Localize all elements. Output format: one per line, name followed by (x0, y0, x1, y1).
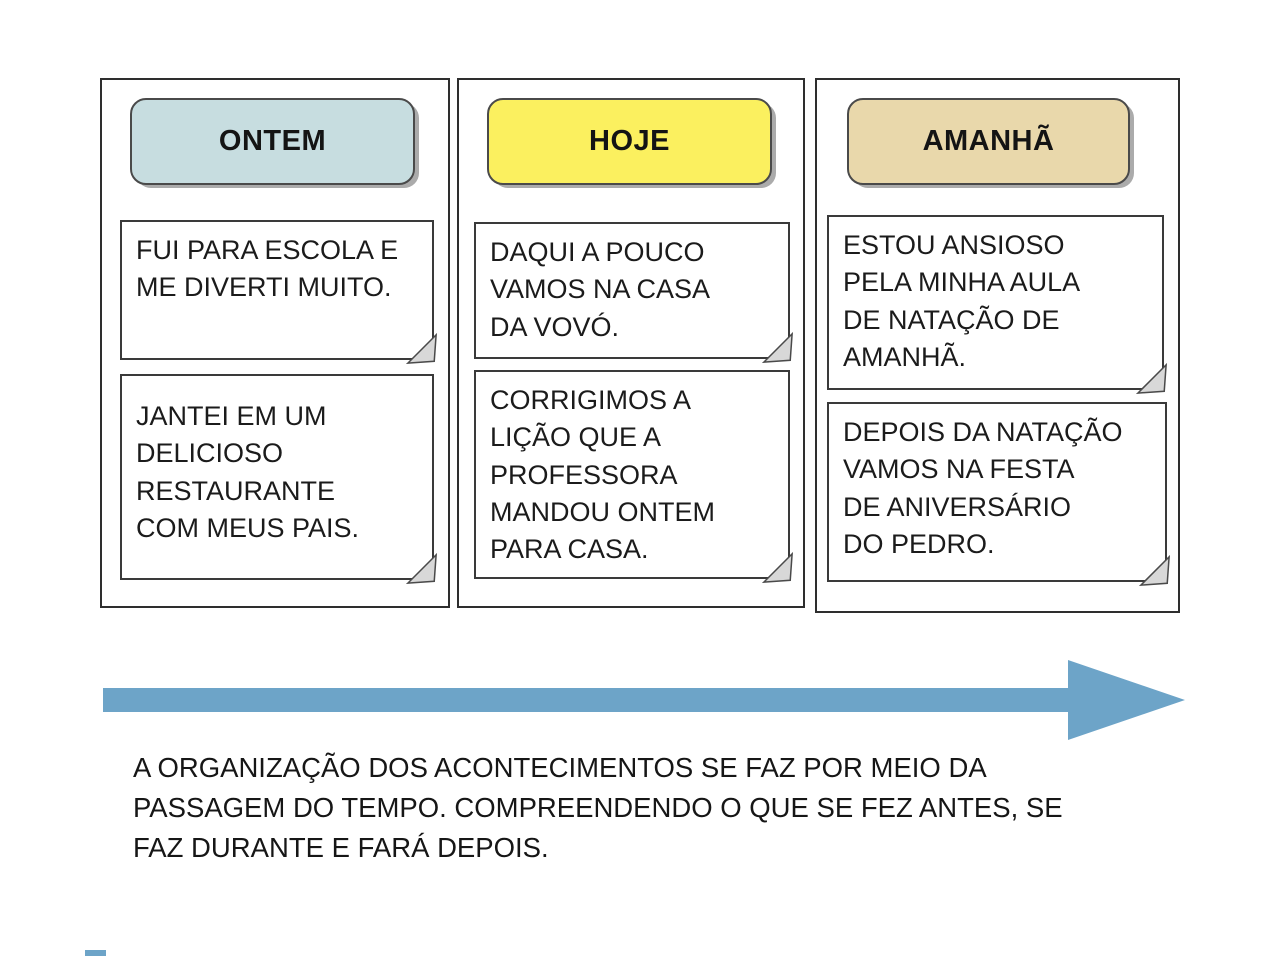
column-header-amanha: AMANHÃ (847, 98, 1130, 185)
column-header-label-hoje: HOJE (589, 125, 670, 157)
note-text: DEPOIS DA NATAÇÃO VAMOS NA FESTA DE ANIV… (843, 417, 1123, 559)
column-header-label-ontem: ONTEM (218, 125, 327, 157)
folded-corner-icon (762, 332, 794, 364)
sticky-note-ontem-1: FUI PARA ESCOLA E ME DIVERTI MUITO. (120, 220, 438, 365)
note-text: JANTEI EM UM DELICIOSO RESTAURANTE COM M… (136, 401, 360, 543)
folded-corner-icon (406, 553, 438, 585)
note-text: CORRIGIMOS A LIÇÃO QUE A PROFESSORA MAND… (490, 385, 715, 564)
folded-corner-icon (1136, 363, 1168, 395)
sticky-note-amanha-2: DEPOIS DA NATAÇÃO VAMOS NA FESTA DE ANIV… (827, 402, 1171, 587)
column-ontem: ONTEM FUI PARA ESCOLA E ME DIVERTI MUITO… (100, 78, 450, 608)
timeline-arrow-icon (103, 660, 1185, 740)
note-text: FUI PARA ESCOLA E ME DIVERTI MUITO. (136, 235, 399, 303)
folded-corner-icon (406, 333, 438, 365)
bottom-left-dash (85, 950, 106, 956)
folded-corner-icon (762, 552, 794, 584)
folded-corner-icon (1139, 555, 1171, 587)
sticky-note-hoje-2: CORRIGIMOS A LIÇÃO QUE A PROFESSORA MAND… (474, 370, 794, 584)
note-text: ESTOU ANSIOSO PELA MINHA AULA DE NATAÇÃO… (843, 230, 1081, 372)
caption-text: A ORGANIZAÇÃO DOS ACONTECIMENTOS SE FAZ … (133, 752, 1063, 863)
sticky-note-hoje-1: DAQUI A POUCO VAMOS NA CASA DA VOVÓ. (474, 222, 794, 364)
column-header-hoje: HOJE (487, 98, 772, 185)
column-hoje: HOJE DAQUI A POUCO VAMOS NA CASA DA VOVÓ… (457, 78, 805, 608)
column-amanha: AMANHÃ ESTOU ANSIOSO PELA MINHA AULA DE … (815, 78, 1180, 613)
column-header-ontem: ONTEM (130, 98, 415, 185)
sticky-note-ontem-2: JANTEI EM UM DELICIOSO RESTAURANTE COM M… (120, 374, 438, 585)
note-text: DAQUI A POUCO VAMOS NA CASA DA VOVÓ. (490, 237, 711, 342)
sticky-note-amanha-1: ESTOU ANSIOSO PELA MINHA AULA DE NATAÇÃO… (827, 215, 1168, 395)
column-header-label-amanha: AMANHÃ (922, 125, 1055, 157)
